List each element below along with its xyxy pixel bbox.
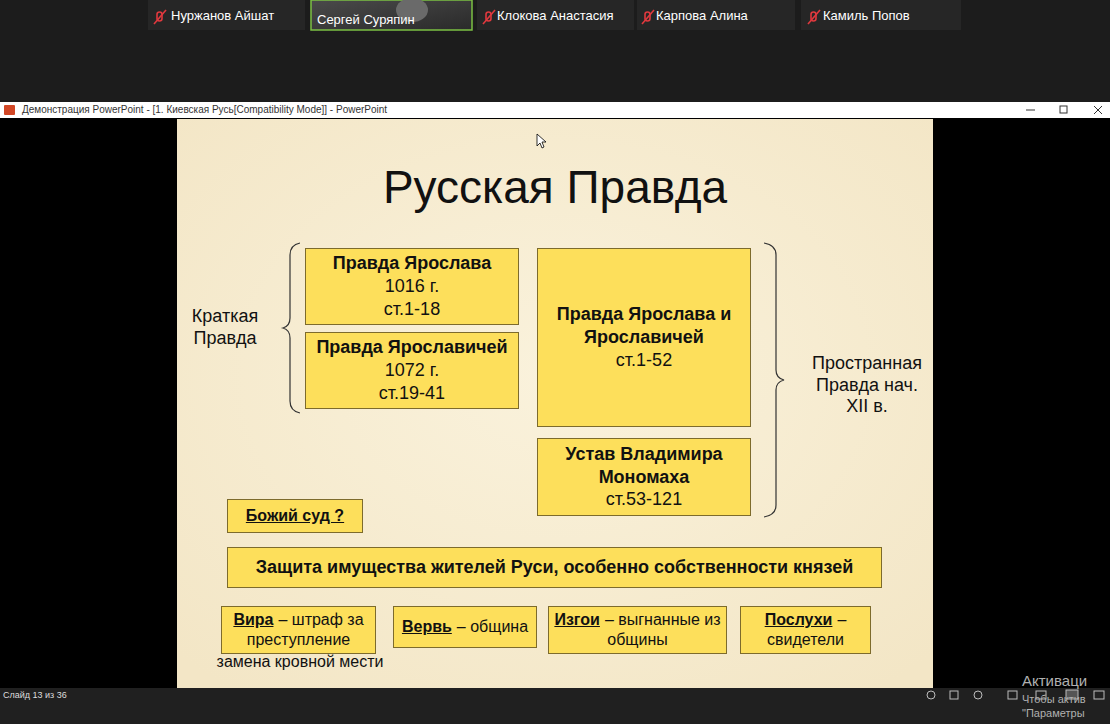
term-box: Вира– штраф за преступление [221, 606, 376, 654]
top-bar [0, 0, 1110, 102]
group-label: Пространная Правда нач. XII в. [803, 353, 931, 418]
box-detail: ст.1-52 [616, 349, 672, 372]
box-detail: ст.19-41 [379, 382, 445, 405]
participant-tile [637, 0, 795, 30]
presentation-area [0, 118, 1110, 688]
participant-name: Сергей Суряпин [317, 12, 467, 28]
watermark: Активаци [1022, 672, 1108, 690]
term-word: Вервь [402, 618, 452, 635]
term-word: Вира [233, 611, 273, 628]
term-word: Послухи [765, 611, 833, 628]
watermark: "Параметры [1022, 707, 1108, 720]
box-heading: Божий суд ? [246, 506, 344, 526]
window-title-bar [0, 102, 1110, 118]
box-heading: Устав Владимира Мономаха [542, 443, 746, 489]
participant-tile [801, 0, 961, 30]
term-line: Послухи– свидетели [745, 610, 866, 650]
summary-band: Защита имущества жителей Руси, особенно … [227, 547, 882, 588]
slide-background [177, 119, 933, 688]
term-line: Вервь – община [402, 617, 528, 637]
term-word: Изгои [554, 611, 600, 628]
box-detail: 1016 г. [385, 275, 439, 298]
slide-counter: Слайд 13 из 36 [3, 690, 153, 701]
box-heading: Правда Ярославичей [316, 336, 507, 359]
participant-tile [477, 0, 634, 30]
term-definition: – община [457, 618, 528, 635]
window-controls [1026, 106, 1102, 114]
box-detail: 1072 г. [385, 359, 439, 382]
box-heading: Защита имущества жителей Руси, особенно … [256, 556, 853, 579]
participant-tile [311, 0, 472, 30]
term-box: Вервь – община [393, 606, 537, 648]
watermark: Чтобы актив [1022, 693, 1108, 706]
term-line: Изгои – выгнанные из общины [553, 610, 722, 650]
window-title: Демонстрация PowerPoint - [1. Киевская Р… [22, 104, 622, 116]
participant-name: Карпова Алина [656, 8, 791, 24]
box-heading: Правда Ярослава [333, 252, 491, 275]
left-brace [283, 243, 300, 413]
group-label: Краткая Правда [181, 306, 269, 349]
source-box: Правда Ярославичей1072 г.ст.19-41 [305, 332, 519, 409]
question-box: Божий суд ? [227, 499, 363, 533]
term-box: Послухи– свидетели [740, 606, 871, 654]
term-line: Вира– штраф за преступление [226, 610, 371, 650]
source-box: Правда Ярослава1016 г.ст.1-18 [305, 248, 519, 325]
term-definition: – выгнанные из общины [605, 611, 721, 648]
source-box: Устав Владимира Мономахаст.53-121 [537, 438, 751, 516]
status-bar [0, 688, 1110, 724]
participant-tile [148, 0, 305, 30]
participant-name: Клокова Анастасия [497, 8, 632, 24]
app-icon [4, 105, 15, 115]
box-detail: ст.1-18 [384, 298, 440, 321]
box-heading: Правда Ярослава и Ярославичей [542, 303, 746, 349]
term-box: Изгои – выгнанные из общины [548, 606, 727, 654]
box-detail: ст.53-121 [606, 488, 682, 511]
right-brace [764, 243, 784, 517]
mouse-cursor [537, 134, 546, 148]
participant-name: Нуржанов Айшат [171, 8, 301, 24]
note-text: замена кровной мести [200, 652, 400, 671]
source-box: Правда Ярослава и Ярославичейст.1-52 [537, 248, 751, 427]
slide-title: Русская Правда [177, 160, 933, 214]
participant-name: Камиль Попов [823, 8, 958, 24]
